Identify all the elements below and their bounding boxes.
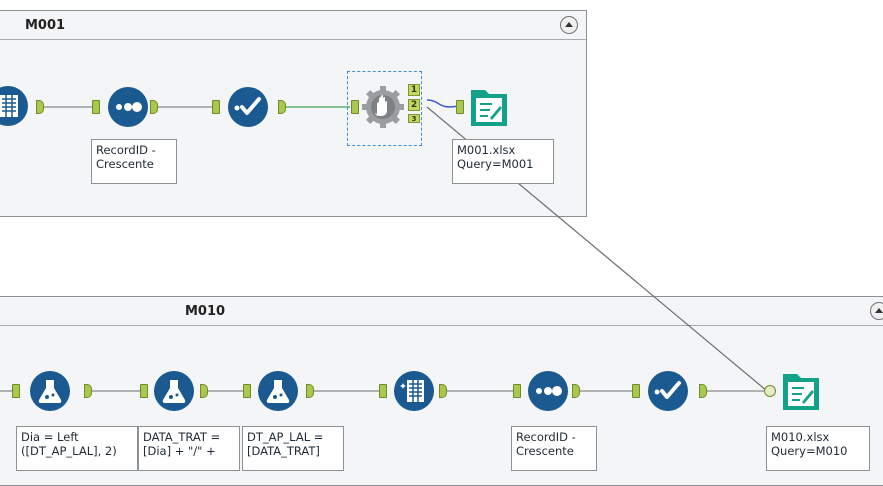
output-data-icon	[783, 374, 819, 410]
select-tool-icon	[400, 380, 424, 402]
output-anchor-3[interactable]: 3	[408, 114, 420, 123]
input-anchor[interactable]	[513, 384, 521, 398]
collapse-button[interactable]	[870, 302, 883, 320]
output-anchor[interactable]	[572, 384, 580, 398]
output-anchor-2[interactable]: 2	[408, 99, 420, 111]
output-anchor-1[interactable]: 1	[408, 84, 420, 96]
check-tool-icon	[654, 381, 681, 399]
annotation-output: M010.xlsx Query=M010	[766, 426, 870, 471]
check-tool-icon	[234, 97, 261, 115]
record-id-tool[interactable]	[108, 87, 148, 127]
formula-tool[interactable]	[154, 371, 194, 411]
chevron-up-icon	[565, 22, 573, 27]
input-anchor[interactable]	[379, 384, 387, 398]
output-data-icon	[471, 90, 507, 126]
container-title: M001	[25, 18, 66, 33]
annotation-formula-data-trat: DATA_TRAT = [Dia] + "/" +	[138, 426, 240, 471]
block-until-done-icon	[362, 86, 404, 128]
input-anchor[interactable]	[632, 384, 640, 398]
output-anchor[interactable]	[36, 100, 44, 114]
select-tool-icon	[0, 95, 18, 117]
input-anchor[interactable]	[12, 384, 20, 398]
output-anchor[interactable]	[84, 384, 92, 398]
tool-selection	[347, 71, 422, 146]
container-m010-header[interactable]: M010	[0, 297, 883, 326]
output-anchor[interactable]	[439, 384, 447, 398]
select-tool[interactable]	[394, 371, 434, 411]
input-anchor[interactable]	[351, 100, 359, 114]
formula-tool-icon	[266, 380, 290, 403]
annotation-record-id: RecordID - Crescente	[511, 426, 597, 471]
block-until-done-tool[interactable]	[360, 84, 406, 130]
container-title: M010	[185, 304, 226, 319]
output-anchor[interactable]	[150, 100, 158, 114]
chevron-up-icon	[875, 308, 883, 313]
input-anchor[interactable]	[92, 100, 100, 114]
record-id-tool[interactable]	[528, 371, 568, 411]
record-id-tool-icon	[116, 102, 142, 112]
input-anchor[interactable]	[456, 100, 464, 114]
input-anchor[interactable]	[212, 100, 220, 114]
output-anchor[interactable]	[306, 384, 314, 398]
annotation-record-id: RecordID - Crescente	[91, 139, 177, 184]
input-anchor[interactable]	[243, 384, 251, 398]
output-anchor[interactable]	[278, 100, 286, 114]
annotation-output: M001.xlsx Query=M001	[452, 139, 554, 184]
input-anchor[interactable]	[764, 385, 776, 397]
record-id-tool-icon	[536, 386, 562, 396]
formula-tool-icon	[162, 380, 186, 403]
output-anchor[interactable]	[699, 384, 707, 398]
check-tool[interactable]	[648, 371, 688, 411]
container-m001-header[interactable]: M001	[0, 11, 586, 40]
output-data-tool[interactable]	[780, 370, 822, 410]
collapse-button[interactable]	[560, 16, 578, 34]
output-anchor[interactable]	[200, 384, 208, 398]
check-tool[interactable]	[228, 87, 268, 127]
annotation-formula-dt-ap-lal: DT_AP_LAL = [DATA_TRAT]	[242, 426, 344, 471]
formula-tool[interactable]	[30, 371, 70, 411]
output-data-tool[interactable]	[468, 86, 510, 126]
select-tool[interactable]	[0, 86, 30, 128]
input-anchor[interactable]	[140, 384, 148, 398]
formula-tool-icon	[38, 380, 62, 403]
annotation-formula-dia: Dia = Left ([DT_AP_LAL], 2)	[16, 426, 138, 471]
formula-tool[interactable]	[258, 371, 298, 411]
